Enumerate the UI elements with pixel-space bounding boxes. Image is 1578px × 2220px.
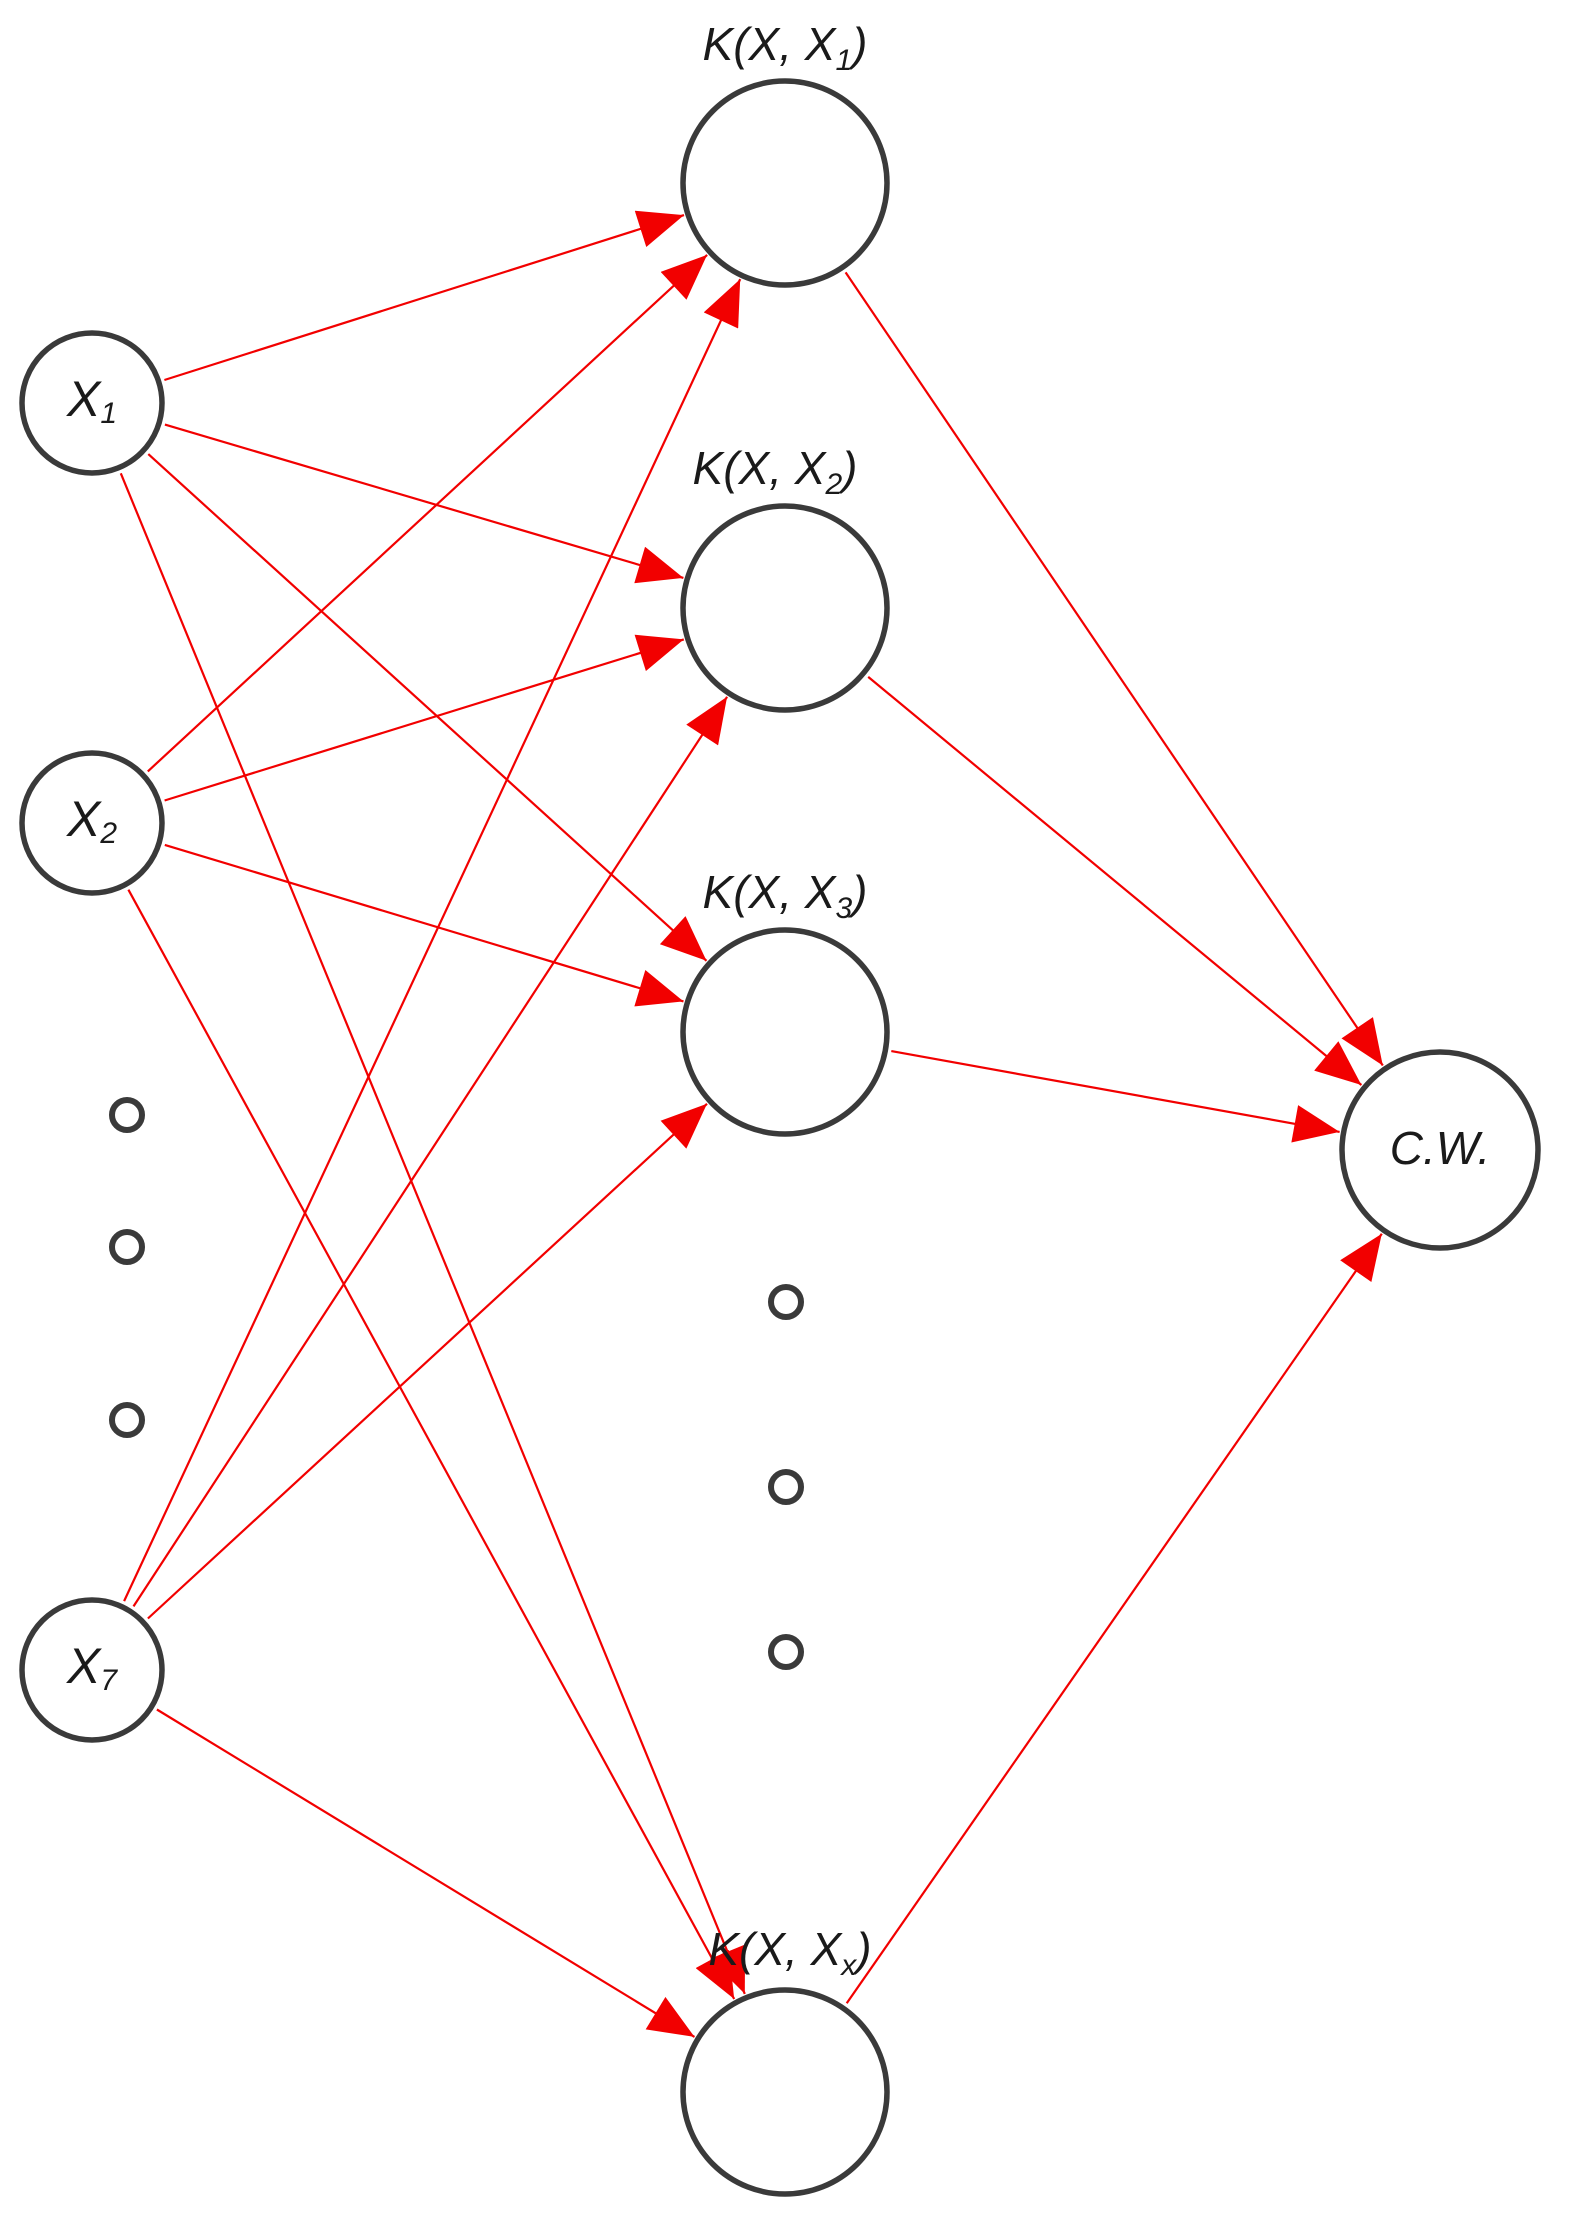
hidden-node-k1: K(X, X1) — [680, 18, 890, 288]
input-node-x2-label: X — [66, 791, 102, 847]
edge-x2-to-k1 — [147, 254, 708, 773]
hidden-ellipsis-dot — [768, 1634, 804, 1670]
input-node-x1: X1 — [19, 330, 165, 476]
input-node-x7-subscript: 7 — [100, 1664, 118, 1697]
edge-x1-to-k2 — [164, 423, 684, 584]
edge-x7-to-kx — [156, 1708, 696, 2038]
hidden-node-k2: K(X, X2) — [680, 442, 890, 713]
input-ellipsis-dot — [109, 1229, 145, 1265]
edge-x2-to-kx — [127, 889, 736, 2000]
output-node-cw: C.W. — [1339, 1049, 1541, 1251]
input-node-x7-label: X — [66, 1638, 102, 1694]
edge-x7-to-k2 — [132, 696, 729, 1608]
edge-k1-to-cw — [844, 271, 1384, 1067]
edge-x1-to-k1 — [164, 210, 685, 382]
hidden-node-k2-label: K(X, X2) — [693, 442, 858, 501]
edge-x7-to-k1 — [123, 278, 742, 1602]
output-node-label: C.W. — [1390, 1122, 1491, 1174]
hidden-node-k3: K(X, X3) — [680, 866, 890, 1137]
input-ellipsis-dot — [109, 1097, 145, 1133]
input-node-x2-subscript: 2 — [99, 817, 117, 850]
input-node-x1-label: X — [66, 371, 102, 427]
edge-k2-to-cw — [867, 676, 1363, 1086]
edge-k3-to-cw — [891, 1050, 1340, 1143]
edge-x7-to-k3 — [147, 1102, 708, 1620]
edge-x2-to-k3 — [164, 843, 684, 1007]
svg-text:X7: X7 — [66, 1638, 118, 1697]
edges-layer — [119, 210, 1384, 2038]
input-ellipsis-dot — [109, 1402, 145, 1438]
edge-x2-to-k2 — [164, 634, 685, 802]
hidden-node-k1-label: K(X, X1) — [703, 18, 868, 77]
input-node-x2: X2 — [19, 750, 165, 896]
edge-x1-to-k3 — [147, 453, 708, 962]
hidden-ellipsis-dot — [768, 1469, 804, 1505]
svg-text:X1: X1 — [66, 371, 117, 430]
input-node-x7: X7 — [19, 1597, 165, 1743]
hidden-node-k3-label: K(X, X3) — [703, 866, 868, 925]
hidden-node-kx: K(X, Xx) — [680, 1923, 890, 2197]
edge-kx-to-cw — [845, 1233, 1383, 2004]
edge-x1-to-kx — [119, 472, 746, 1995]
svg-text:X2: X2 — [66, 791, 117, 850]
hidden-ellipsis-dot — [768, 1284, 804, 1320]
hidden-node-kx-label: K(X, Xx) — [708, 1923, 871, 1982]
input-node-x1-subscript: 1 — [100, 397, 117, 430]
